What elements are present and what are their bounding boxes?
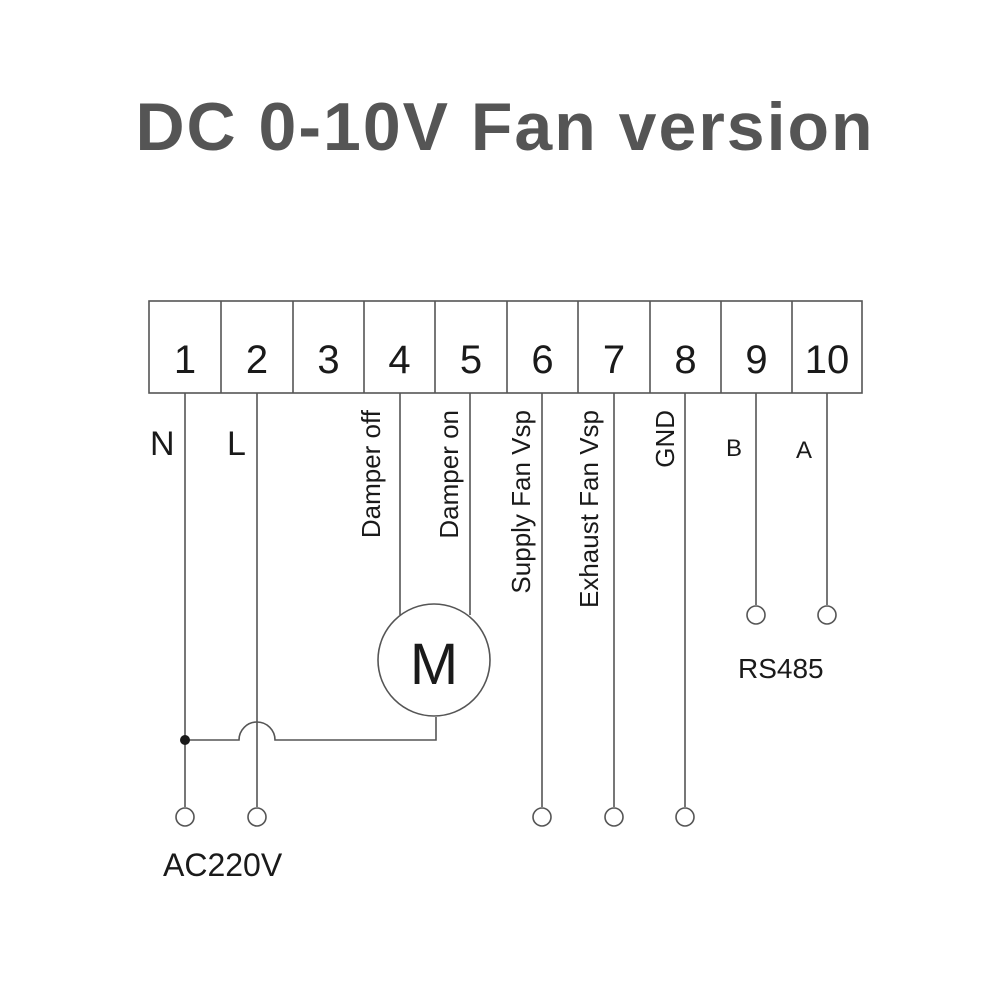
terminal-block: 1 2 3 4 5 6 7 8 9 10 (148, 300, 863, 394)
power-label: AC220V (163, 847, 283, 883)
label-supply-fan-vsp: Supply Fan Vsp (506, 410, 536, 594)
junction-dot (180, 735, 190, 745)
motor: M (377, 603, 491, 717)
label-a: A (796, 437, 812, 464)
wires (180, 393, 828, 807)
label-n: N (150, 425, 175, 463)
label-gnd: GND (650, 410, 680, 468)
terminal-number-10: 10 (805, 338, 850, 382)
terminal-block-outline (148, 300, 863, 394)
diagram-title: DC 0-10V Fan version (135, 89, 875, 165)
terminal-number-9: 9 (745, 338, 767, 382)
label-l: L (227, 425, 246, 463)
terminal-supply-fan (532, 807, 552, 827)
terminal-number-8: 8 (674, 338, 696, 382)
terminal-number-6: 6 (531, 338, 553, 382)
terminal-number-2: 2 (246, 338, 268, 382)
terminal-number-7: 7 (603, 338, 625, 382)
label-damper-on: Damper on (434, 410, 464, 539)
label-exhaust-fan-vsp: Exhaust Fan Vsp (574, 410, 604, 608)
terminal-number-1: 1 (174, 338, 196, 382)
terminal-a (817, 605, 837, 625)
terminal-n (175, 807, 195, 827)
terminal-l (247, 807, 267, 827)
terminal-gnd (675, 807, 695, 827)
terminal-exhaust-fan (604, 807, 624, 827)
motor-label: M (410, 632, 458, 697)
terminal-b (746, 605, 766, 625)
motor-circle (377, 603, 491, 717)
terminal-number-3: 3 (317, 338, 339, 382)
terminal-number-5: 5 (460, 338, 482, 382)
wire-neutral-to-motor (185, 717, 437, 741)
bus-label: RS485 (738, 653, 824, 684)
label-damper-off: Damper off (356, 409, 386, 538)
terminal-number-4: 4 (388, 338, 410, 382)
label-b: B (726, 435, 742, 462)
